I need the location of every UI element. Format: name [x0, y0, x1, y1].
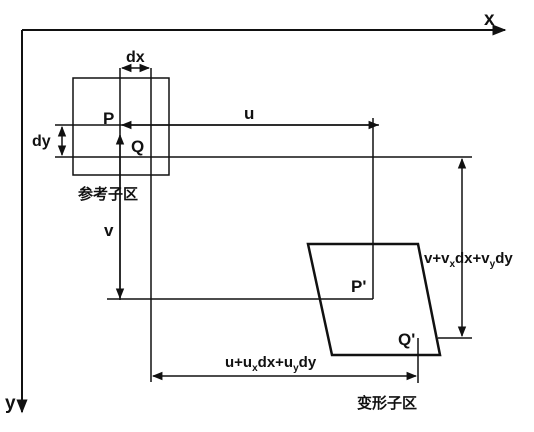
dimension-labels: dx dy u v u+uxdx+uydy v+vxdx+vydy [32, 49, 513, 374]
point-p-label: P [103, 109, 114, 128]
u-total-expression: u+uxdx+uydy [225, 354, 317, 374]
reference-subregion-caption: 参考子区 [78, 185, 138, 203]
deformed-subregion-caption: 变形子区 [357, 394, 417, 412]
point-q-prime-label: Q' [398, 330, 415, 349]
point-q-label: Q [131, 137, 144, 156]
v-label: v [104, 221, 114, 240]
reference-subregion-box [72, 77, 170, 176]
reference-subregion: 参考子区 P Q [72, 77, 170, 203]
y-axis-label: y [5, 393, 16, 414]
deformed-subregion: P' Q' 变形子区 [306, 242, 442, 412]
point-p-prime-label: P' [351, 277, 366, 296]
deformed-subregion-shape [306, 242, 442, 357]
u-label: u [244, 104, 254, 123]
v-total-expression: v+vxdx+vydy [424, 250, 513, 270]
coordinate-axes: x y [5, 9, 507, 414]
x-axis-label: x [484, 9, 495, 30]
dy-label: dy [32, 133, 51, 150]
dimension-arrows [57, 63, 467, 381]
dx-label: dx [126, 49, 145, 66]
